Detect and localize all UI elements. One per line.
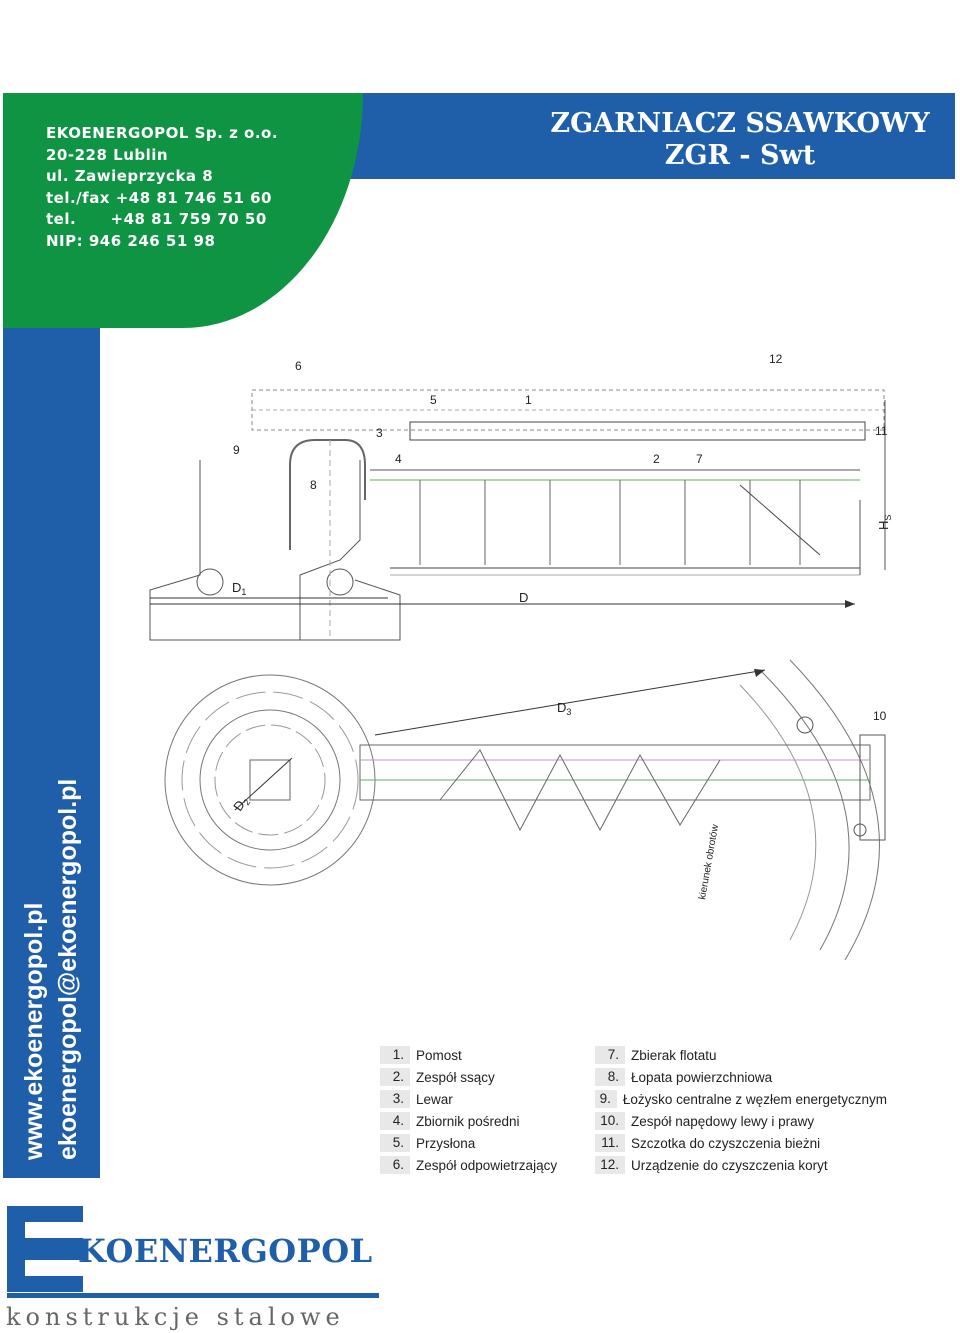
side-elevation: 6 12 5 1 3 11 9 4 2 7 8 D1 D HS bbox=[149, 352, 893, 641]
legend-row: 8.Łopata powierzchniowa bbox=[595, 1066, 887, 1088]
company-city: 20-228 Lublin bbox=[46, 145, 169, 164]
company-name: EKOENERGOPOL Sp. z o.o. bbox=[46, 124, 279, 142]
legend-row: 7.Zbierak flotatu bbox=[595, 1044, 887, 1066]
logo-underline bbox=[7, 1293, 379, 1298]
dimension-d1: D1 bbox=[232, 580, 246, 597]
part-label-10: 10 bbox=[873, 709, 887, 723]
legend-row: 3.Lewar bbox=[380, 1088, 557, 1110]
part-label-8: 8 bbox=[310, 478, 317, 492]
rotation-direction-label: kierunek obrotów bbox=[697, 823, 721, 901]
plan-view: D3 10 D2 kierunek obrotów bbox=[164, 659, 887, 960]
dimension-d3: D3 bbox=[557, 700, 571, 717]
part-label-7: 7 bbox=[696, 452, 703, 466]
website-link[interactable]: www.ekoenergopol.pl bbox=[20, 902, 48, 1160]
parts-legend-right: 7.Zbierak flotatu 8.Łopata powierzchniow… bbox=[595, 1044, 887, 1176]
document-title: ZGARNIACZ SSAWKOWY ZGR - Swt bbox=[540, 108, 940, 172]
legend-row: 6.Zespół odpowietrzający bbox=[380, 1154, 557, 1176]
legend-row: 2.Zespół ssący bbox=[380, 1066, 557, 1088]
logo-e-icon: E bbox=[7, 1206, 83, 1292]
email-link[interactable]: ekoenergopol@ekoenergopol.pl bbox=[54, 778, 82, 1160]
company-address: EKOENERGOPOL Sp. z o.o. 20-228 Lublin ul… bbox=[46, 123, 278, 252]
part-label-12: 12 bbox=[769, 352, 783, 366]
top-blue-band bbox=[300, 93, 955, 179]
part-label-11: 11 bbox=[875, 424, 888, 438]
part-label-2: 2 bbox=[653, 452, 660, 466]
company-nip: NIP: 946 246 51 98 bbox=[46, 231, 216, 250]
part-label-5: 5 bbox=[430, 393, 437, 407]
legend-row: 4.Zbiornik pośredni bbox=[380, 1110, 557, 1132]
logo-tagline: konstrukcje stalowe bbox=[6, 1303, 345, 1331]
technical-drawing: 6 12 5 1 3 11 9 4 2 7 8 D1 D HS bbox=[149, 352, 893, 960]
parts-legend-left: 1.Pomost 2.Zespół ssący 3.Lewar 4.Zbiorn… bbox=[380, 1044, 557, 1176]
legend-row: 1.Pomost bbox=[380, 1044, 557, 1066]
legend-row: 12.Urządzenie do czyszczenia koryt bbox=[595, 1154, 887, 1176]
part-label-4: 4 bbox=[395, 452, 402, 466]
title-line-1: ZGARNIACZ SSAWKOWY bbox=[550, 108, 930, 139]
company-telfax: tel./fax +48 81 746 51 60 bbox=[46, 188, 272, 207]
title-line-2: ZGR - Swt bbox=[664, 140, 816, 171]
part-label-1: 1 bbox=[525, 393, 532, 407]
company-street: ul. Zawieprzycka 8 bbox=[46, 167, 214, 185]
dimension-hs: HS bbox=[876, 515, 893, 530]
legend-row: 11.Szczotka do czyszczenia bieżni bbox=[595, 1132, 887, 1154]
legend-row: 5.Przysłona bbox=[380, 1132, 557, 1154]
logo-wordmark: KOENERGOPOL bbox=[78, 1232, 373, 1270]
company-tel: tel. +48 81 759 70 50 bbox=[46, 210, 267, 228]
dimension-d: D bbox=[519, 590, 528, 605]
part-label-6: 6 bbox=[295, 359, 302, 373]
part-label-3: 3 bbox=[376, 426, 383, 440]
legend-row: 10.Zespół napędowy lewy i prawy bbox=[595, 1110, 887, 1132]
part-label-9: 9 bbox=[233, 443, 240, 457]
legend-row: 9.Łożysko centralne z węzłem energetyczn… bbox=[595, 1088, 887, 1110]
